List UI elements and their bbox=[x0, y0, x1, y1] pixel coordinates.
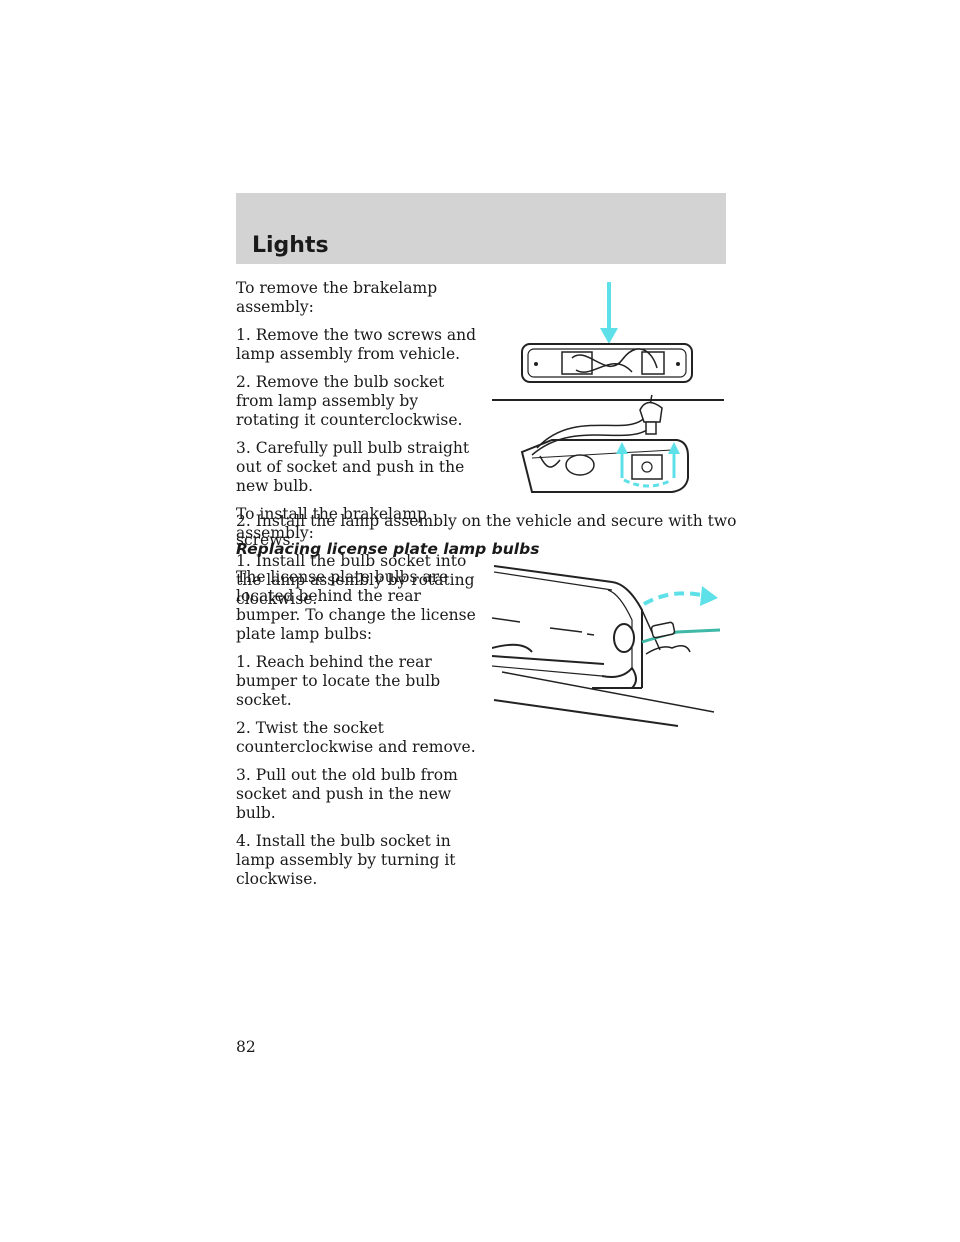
license-plate-heading: Replacing license plate lamp bulbs bbox=[236, 540, 540, 558]
brakelamp-instructions: To remove the brakelamp assembly: 1. Rem… bbox=[236, 279, 481, 618]
section-header-band: Lights bbox=[236, 193, 726, 264]
brakelamp-assembly-illustration bbox=[492, 282, 724, 493]
install-intro: To install the brakelamp assembly: bbox=[236, 505, 427, 542]
license-plate-lamp-illustration bbox=[492, 565, 721, 727]
page-number: 82 bbox=[236, 1038, 256, 1056]
license-step-1: 1. Reach behind the rear bumper to locat… bbox=[236, 653, 441, 709]
license-step-4: 4. Install the bulb socket in lamp assem… bbox=[236, 832, 456, 888]
remove-intro: To remove the brakelamp assembly: bbox=[236, 279, 438, 316]
install-step-2: 2. Install the lamp assembly on the vehi… bbox=[236, 512, 737, 549]
license-step-2: 2. Twist the socket counterclockwise and… bbox=[236, 719, 476, 756]
license-intro: The license plate bulbs are located behi… bbox=[236, 568, 476, 643]
remove-step-2: 2. Remove the bulb socket from lamp asse… bbox=[236, 373, 463, 429]
section-title: Lights bbox=[252, 233, 329, 258]
license-step-3: 3. Pull out the old bulb from socket and… bbox=[236, 766, 458, 822]
remove-step-1: 1. Remove the two screws and lamp assemb… bbox=[236, 326, 477, 363]
install-step-1: 1. Install the bulb socket into the lamp… bbox=[236, 552, 475, 608]
remove-step-3: 3. Carefully pull bulb straight out of s… bbox=[236, 439, 470, 495]
license-plate-instructions: The license plate bulbs are located behi… bbox=[236, 568, 481, 898]
